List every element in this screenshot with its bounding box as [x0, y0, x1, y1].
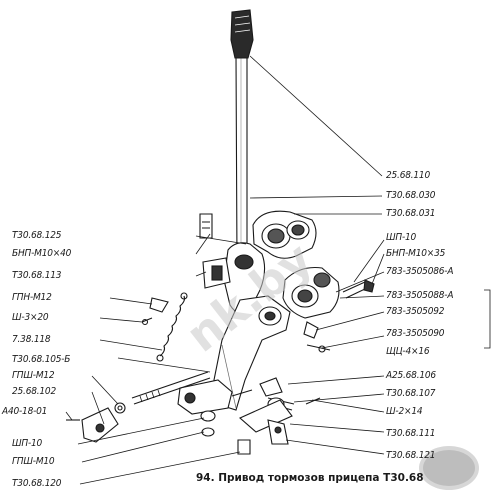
lower-clevis [177, 379, 253, 415]
label-bnp-m10x40: БНП-М10×40 [12, 248, 72, 259]
return-spring [156, 292, 188, 362]
left-fork [66, 407, 119, 443]
label-sh-2x14: Ш-2×14 [386, 406, 423, 417]
lever-rod [235, 54, 248, 266]
label-bnp-m10x35: БНП-М10×35 [386, 248, 446, 259]
right-bracket [282, 266, 340, 319]
agro-logo [419, 446, 479, 490]
label-shp-10-left: ШП-10 [12, 438, 43, 449]
label-t30-68-107: Т30.68.107 [386, 388, 436, 399]
label-783-3505090: 783-3505090 [386, 328, 445, 339]
figure-caption: 94. Привод тормозов прицепа Т30.68 [196, 472, 424, 484]
label-783-3505092: 783-3505092 [386, 306, 445, 317]
label-t30-68-111: Т30.68.111 [386, 428, 436, 439]
label-shchts-4x16: ЩЦ-4×16 [386, 346, 430, 357]
label-gpsh-m10: ГПШ-М10 [12, 456, 55, 467]
label-t30-68-030: Т30.68.030 [386, 190, 436, 201]
label-sh-3x20: Ш-3×20 [12, 312, 49, 323]
label-783-3505086-a: 783-3505086-А [386, 266, 454, 277]
label-a40-18-01: А40-18-01 [2, 406, 48, 417]
label-t30-68-125: Т30.68.125 [12, 230, 62, 241]
label-a25-68-106: А25.68.106 [386, 370, 436, 381]
upper-bracket [252, 210, 317, 259]
label-25-68-102: 25.68.102 [12, 386, 56, 397]
small-hardware [114, 213, 375, 455]
main-lever [213, 295, 291, 411]
label-t30-68-105-b: Т30.68.105-Б [12, 354, 71, 365]
pull-rod [131, 371, 211, 405]
label-t30-68-031: Т30.68.031 [386, 208, 436, 219]
label-25-68-110: 25.68.110 [386, 170, 430, 181]
lever-knob [230, 9, 254, 59]
leader-lines [65, 55, 491, 485]
label-t30-68-120: Т30.68.120 [12, 478, 62, 489]
label-t30-68-121: Т30.68.121 [386, 450, 436, 461]
label-gpn-m12: ГПН-М12 [12, 292, 52, 303]
label-shp-10-right: ШП-10 [386, 232, 417, 243]
label-t30-68-113: Т30.68.113 [12, 270, 62, 281]
label-7-38-118: 7.38.118 [12, 334, 51, 345]
label-gpsh-m12: ГПШ-М12 [12, 370, 55, 381]
lever-hub [202, 242, 266, 314]
label-783-3505088-a: 783-3505088-А [386, 290, 454, 301]
